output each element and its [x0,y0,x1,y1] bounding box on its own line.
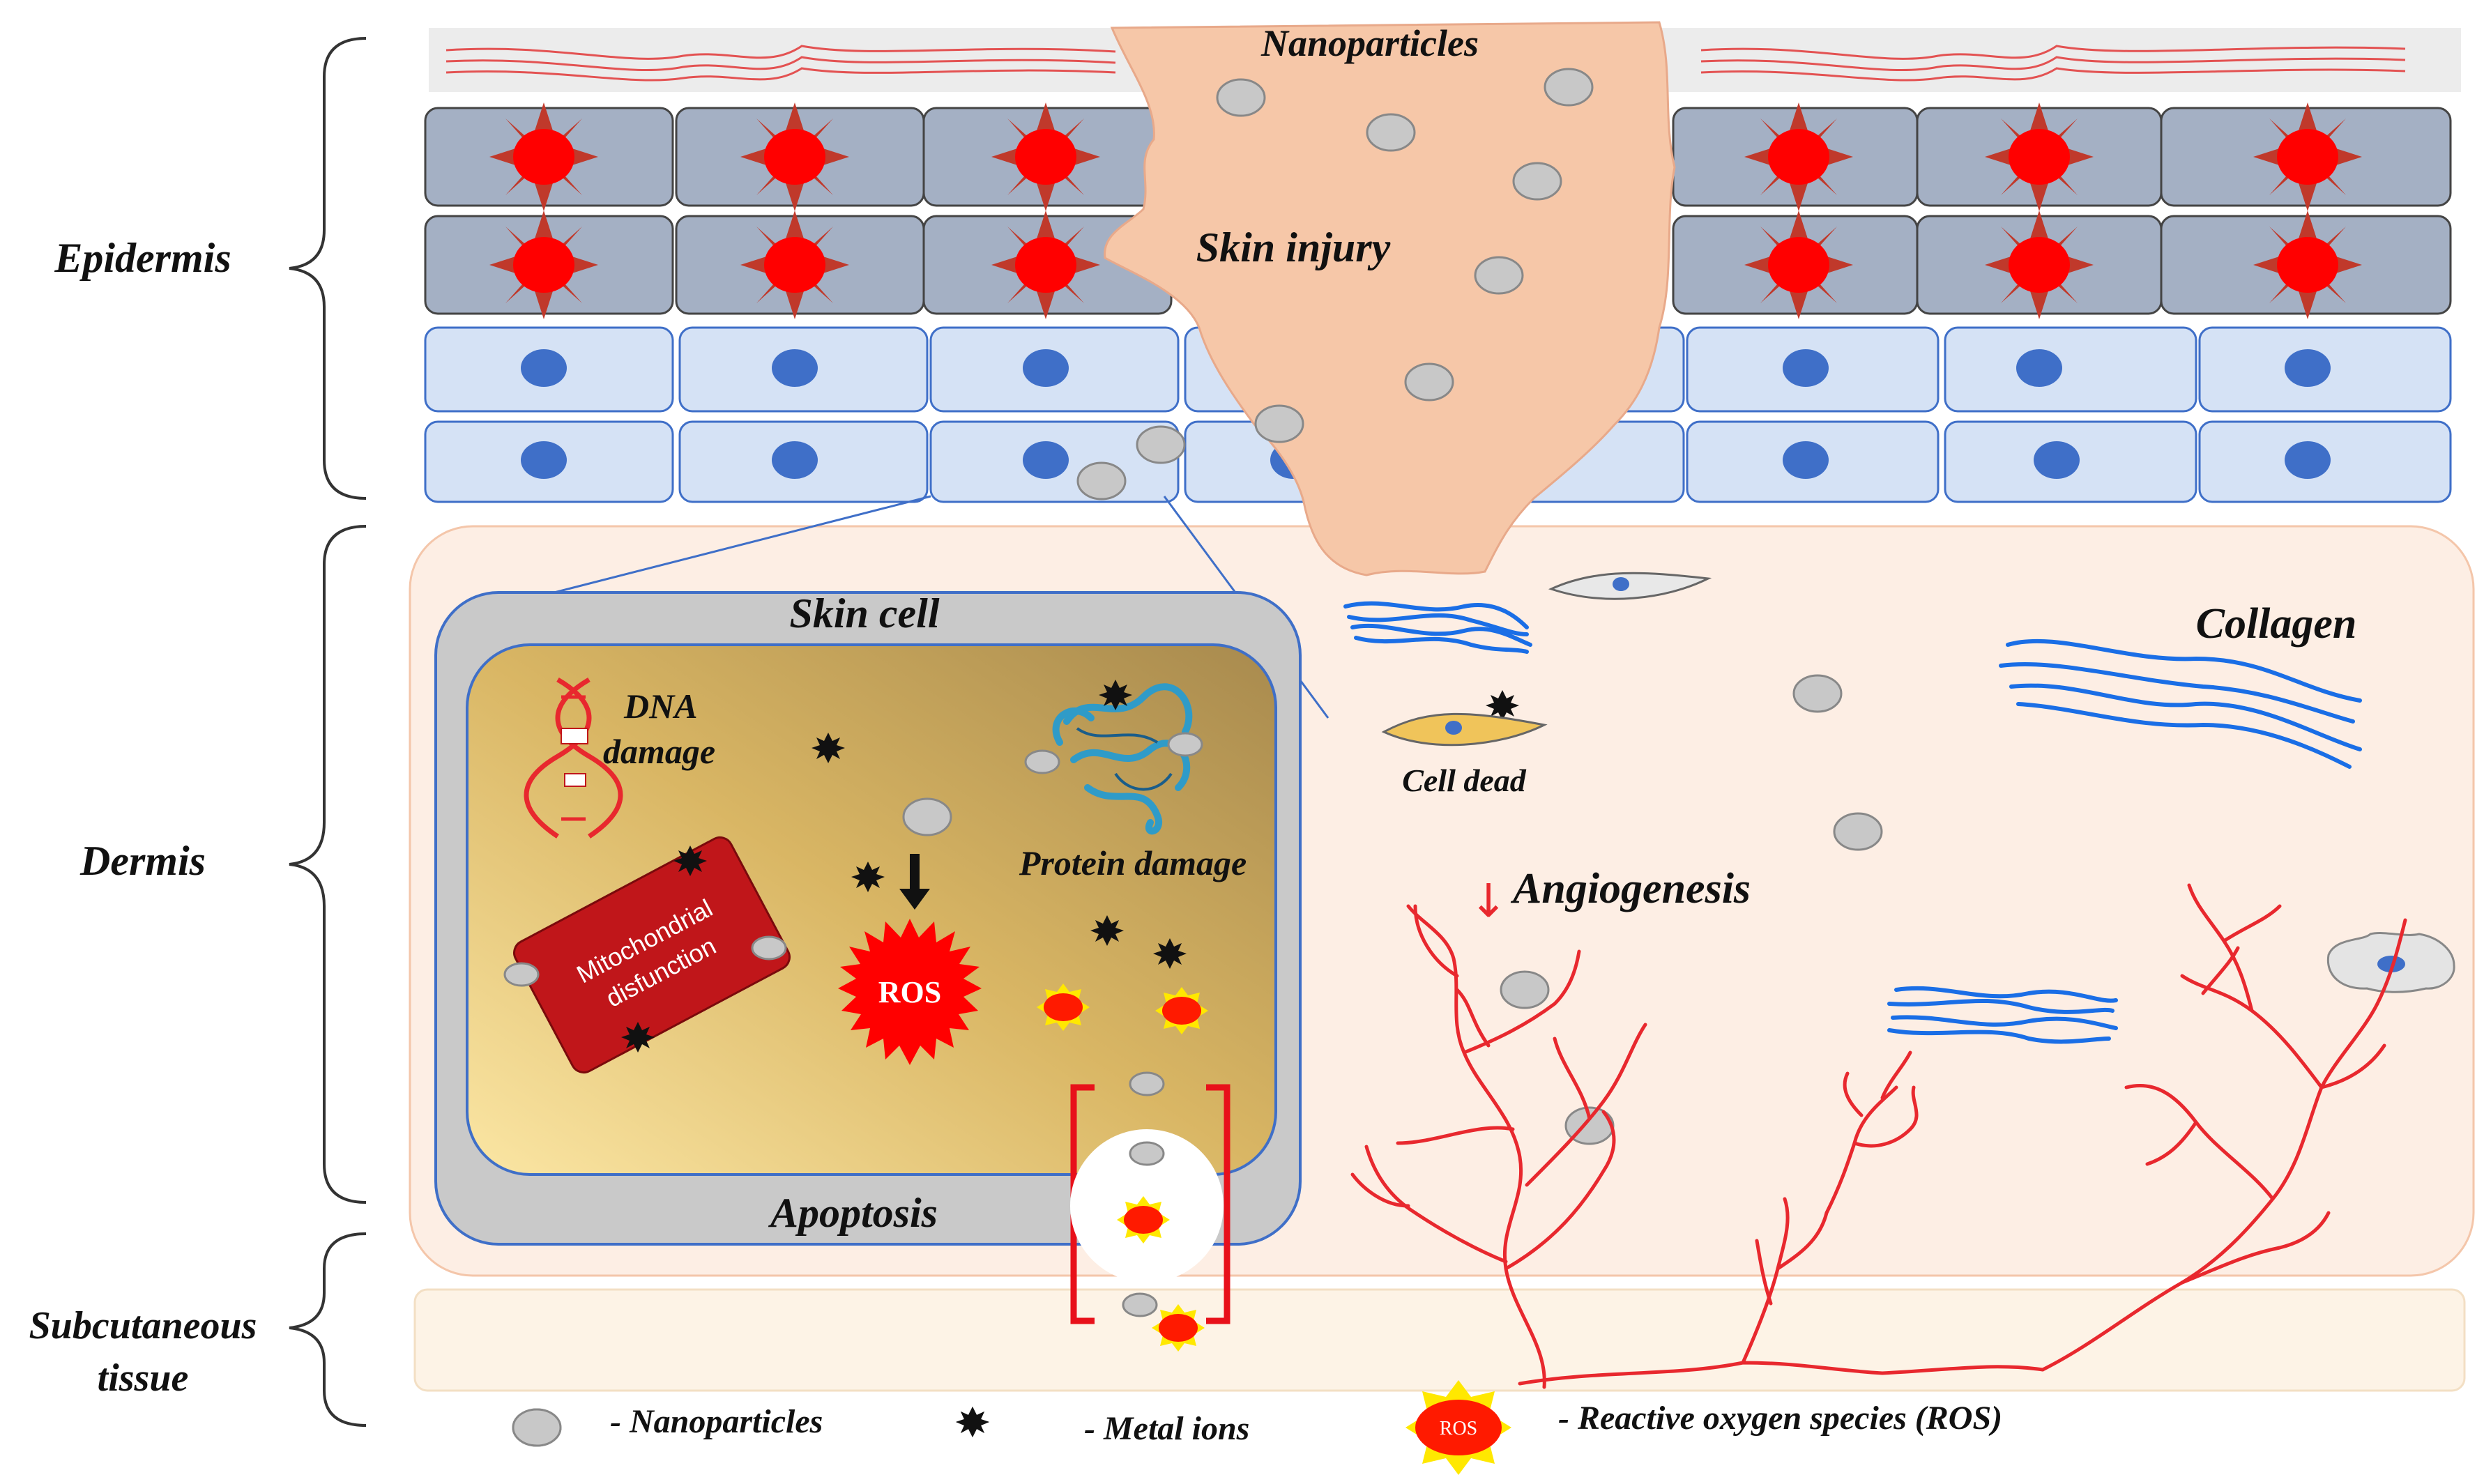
layer-brackets [289,37,367,1427]
dna-icon [524,677,623,839]
dermis-bracket [289,525,367,1204]
mitochondria: Mitochondrial disfunction [513,836,791,1074]
label-skin-cell: Skin cell [789,590,939,636]
fibroblast-icon [1548,572,1712,600]
angiogenesis-arrow: ↓ [1469,874,1507,928]
collagen-icon [1343,601,2362,1044]
subcutaneous-bracket [289,1232,367,1427]
skin-cell-inner [466,643,1277,1176]
skin-injury-wound [1104,21,1676,576]
label-nanoparticles-top: Nanoparticles [1260,22,1479,64]
legend-ros-badge: ROS [1440,1418,1477,1439]
label-dna-2: damage [603,732,715,771]
label-subcutaneous-2: tissue [98,1356,189,1400]
label-cell-dead: Cell dead [1402,763,1527,798]
dead-cell-icon [1381,712,1548,747]
label-dermis: Dermis [79,838,206,884]
irregular-cell-icon [2326,932,2455,993]
legend-nanoparticles: - Nanoparticles [610,1403,823,1440]
label-skin-injury: Skin injury [1196,224,1391,270]
protein-icon-detail [1076,727,1173,791]
legend: - Nanoparticles - Metal ions ROS - React… [512,1380,2002,1475]
legend-metal-ion-icon [956,1407,989,1437]
label-collagen: Collagen [2196,600,2357,648]
legend-ros: - Reactive oxygen species (ROS) [1558,1400,2002,1437]
label-protein-damage: Protein damage [1019,843,1247,882]
legend-metal-ions: - Metal ions [1084,1410,1249,1447]
corneum-fibers [445,45,2406,82]
label-subcutaneous-1: Subcutaneous [29,1304,257,1347]
legend-nanoparticle-icon [512,1408,562,1447]
protein-icon [1052,683,1193,835]
ros-burst: ROS [838,919,982,1065]
label-epidermis: Epidermis [54,235,231,281]
epidermis-bracket [289,37,367,500]
blood-vessel-icon [1350,883,2407,1389]
label-apoptosis: Apoptosis [768,1190,938,1236]
ros-arrow [899,854,930,910]
label-angiogenesis: Angiogenesis [1510,865,1751,912]
label-ros: ROS [878,975,941,1009]
label-dna-1: DNA [623,687,698,726]
subcutaneous-layer [413,1288,2466,1392]
legend-ros-icon: ROS [1405,1380,1511,1475]
